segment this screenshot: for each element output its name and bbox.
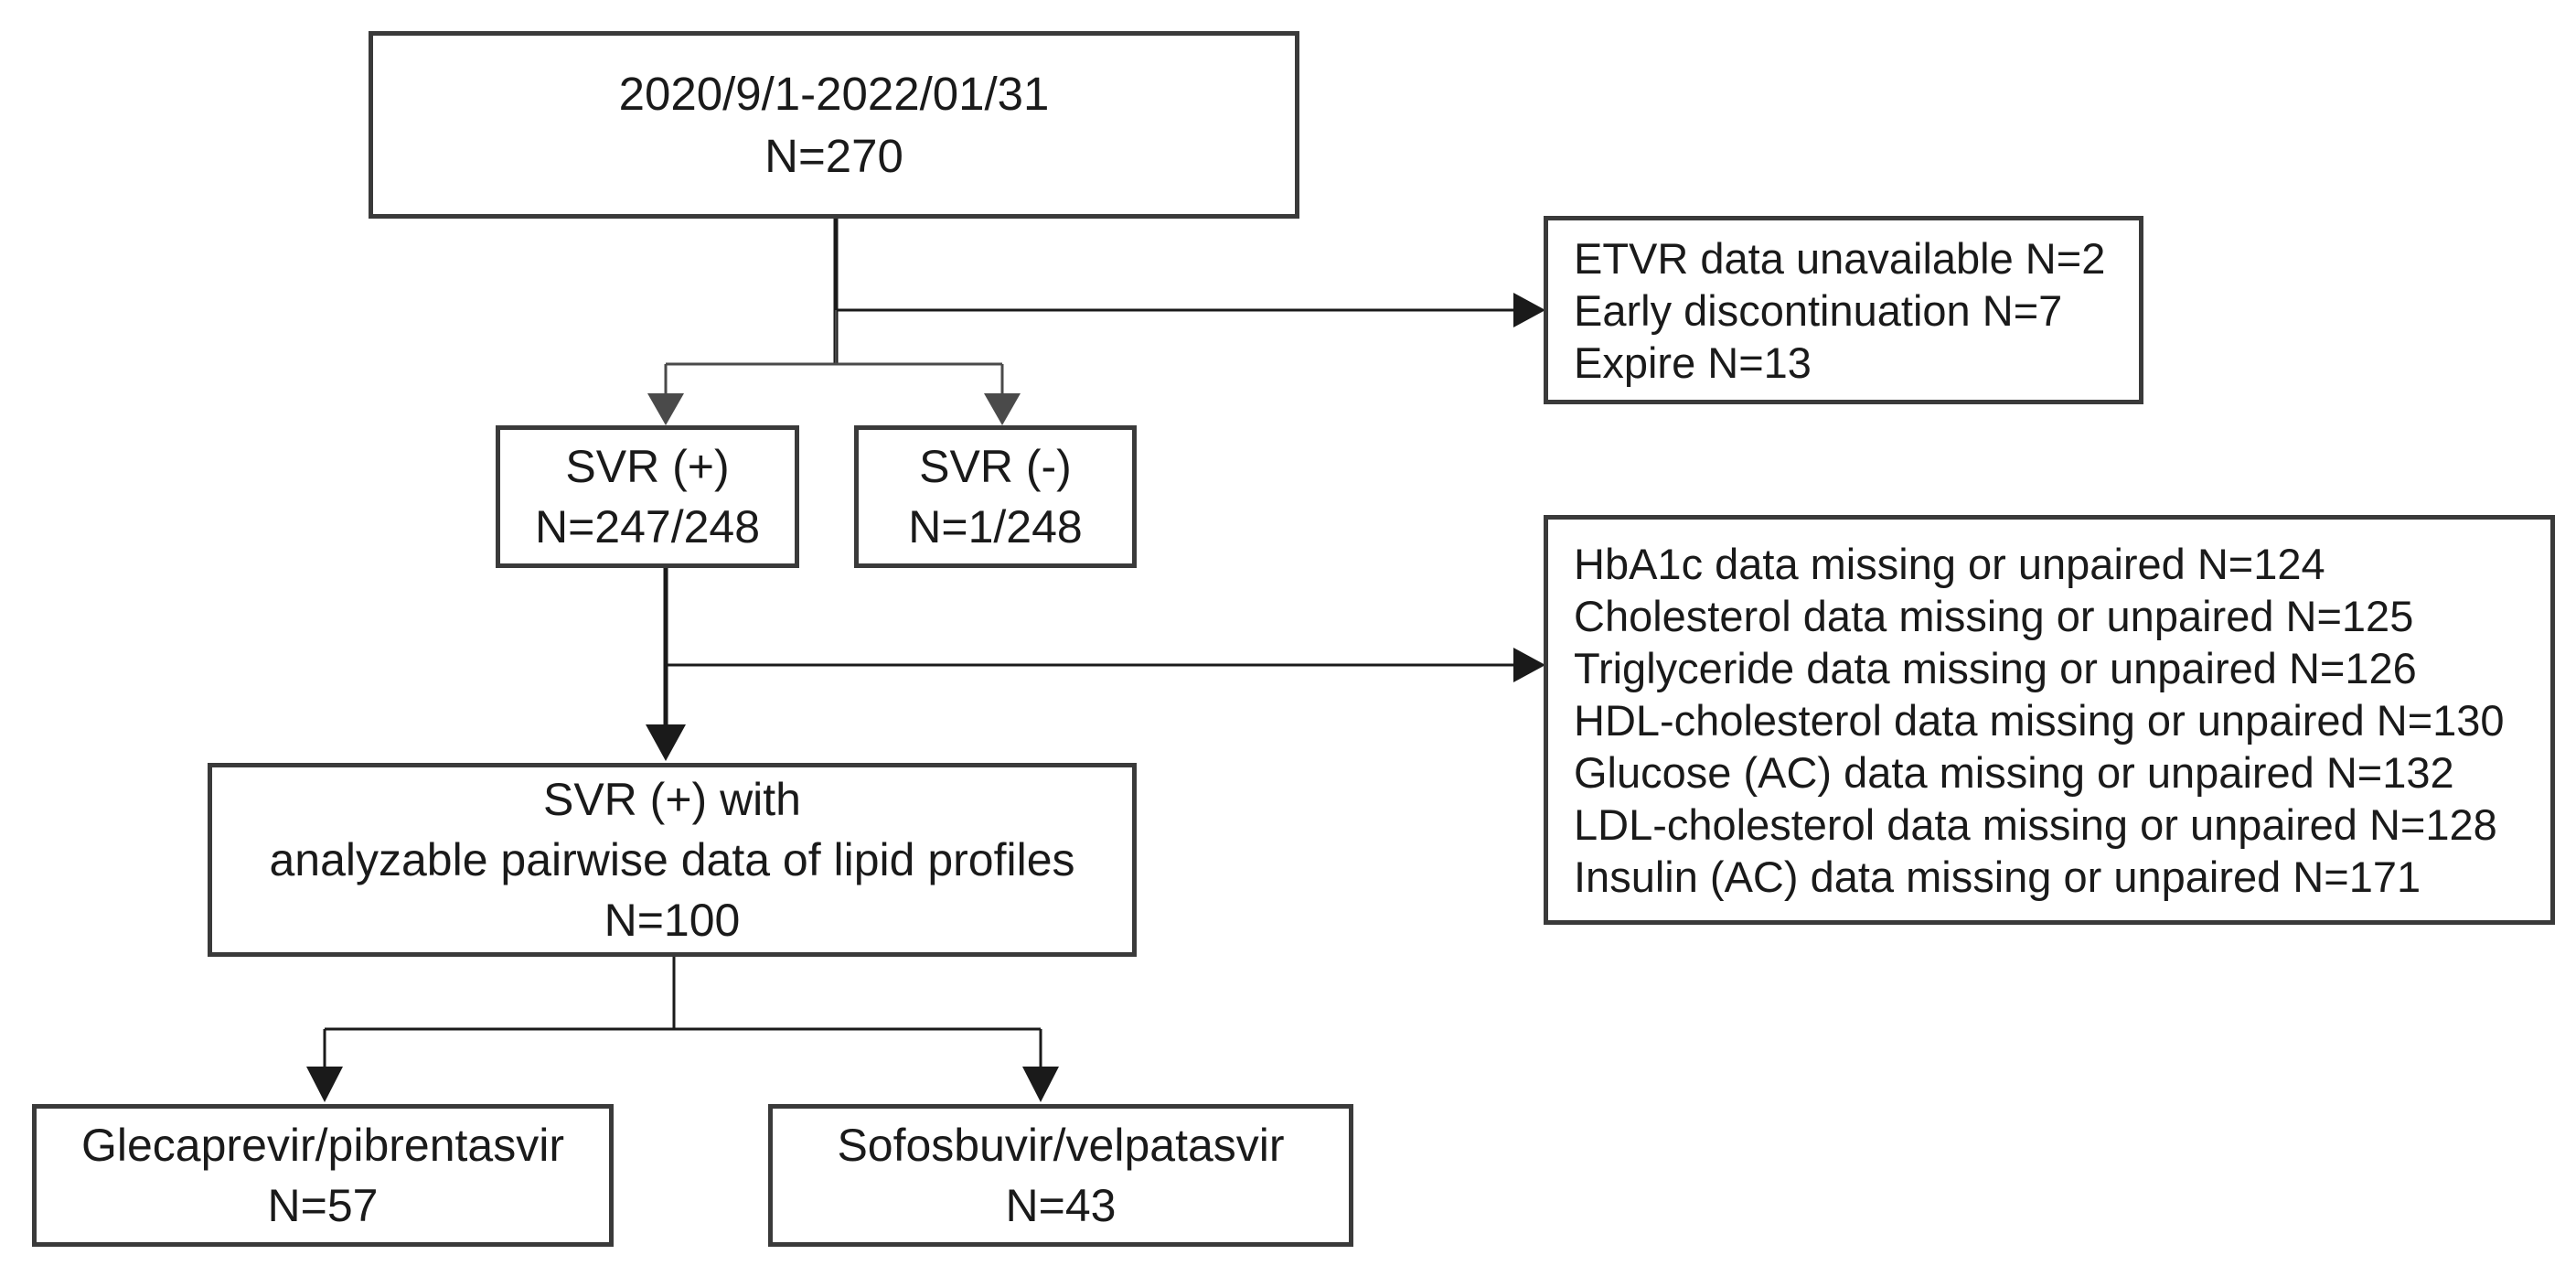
exclusion-1-item: Early discontinuation N=7 — [1574, 285, 2063, 335]
sofosbuvir-count: N=43 — [1005, 1180, 1117, 1231]
exclusion-1-item: Expire N=13 — [1574, 338, 1812, 387]
svr-positive-label: SVR (+) — [565, 441, 730, 492]
sofosbuvir-label: Sofosbuvir/velpatasvir — [837, 1120, 1285, 1171]
analyzable-title: SVR (+) with — [542, 774, 801, 825]
glecaprevir-count: N=57 — [267, 1180, 379, 1231]
glecaprevir-box: Glecaprevir/pibrentasvir N=57 — [32, 1104, 614, 1247]
svr-negative-arrowhead — [984, 393, 1021, 425]
exclusion-2-item: Triglyceride data missing or unpaired N=… — [1574, 643, 2417, 692]
svr-negative-label: SVR (-) — [919, 441, 1072, 492]
exclusion-2-item: Insulin (AC) data missing or unpaired N=… — [1574, 852, 2421, 901]
svr-negative-count: N=1/248 — [908, 501, 1083, 552]
svr-positive-box: SVR (+) N=247/248 — [496, 425, 799, 568]
exclusion-2-item: HDL-cholesterol data missing or unpaired… — [1574, 695, 2505, 745]
sofosbuvir-arrowhead — [1022, 1067, 1059, 1102]
analyzable-description: analyzable pairwise data of lipid profil… — [269, 834, 1075, 885]
study-period-box: 2020/9/1-2022/01/31 N=270 — [369, 31, 1299, 219]
analyzable-arrowhead — [646, 724, 686, 761]
exclusion-2-item: Cholesterol data missing or unpaired N=1… — [1574, 591, 2414, 640]
analyzable-box: SVR (+) with analyzable pairwise data of… — [208, 763, 1137, 957]
exclusion-2-item: LDL-cholesterol data missing or unpaired… — [1574, 799, 2497, 849]
glecaprevir-arrowhead — [306, 1067, 343, 1102]
exclusion-1-item: ETVR data unavailable N=2 — [1574, 233, 2106, 283]
exclusion-2-item: HbA1c data missing or unpaired N=124 — [1574, 539, 2325, 588]
study-period-dates: 2020/9/1-2022/01/31 — [618, 67, 1050, 120]
svr-negative-box: SVR (-) N=1/248 — [854, 425, 1137, 568]
exclusion-box-2: HbA1c data missing or unpaired N=124 Cho… — [1544, 515, 2555, 925]
sofosbuvir-box: Sofosbuvir/velpatasvir N=43 — [768, 1104, 1353, 1247]
svr-positive-count: N=247/248 — [534, 501, 761, 552]
exclusion-2-arrowhead — [1513, 648, 1545, 682]
exclusion-box-1: ETVR data unavailable N=2 Early disconti… — [1544, 216, 2143, 404]
glecaprevir-label: Glecaprevir/pibrentasvir — [81, 1120, 564, 1171]
exclusion-2-item: Glucose (AC) data missing or unpaired N=… — [1574, 747, 2454, 797]
svr-positive-arrowhead — [647, 393, 684, 425]
exclusion-1-arrowhead — [1513, 293, 1545, 327]
study-period-count: N=270 — [764, 129, 903, 182]
analyzable-count: N=100 — [604, 895, 741, 946]
